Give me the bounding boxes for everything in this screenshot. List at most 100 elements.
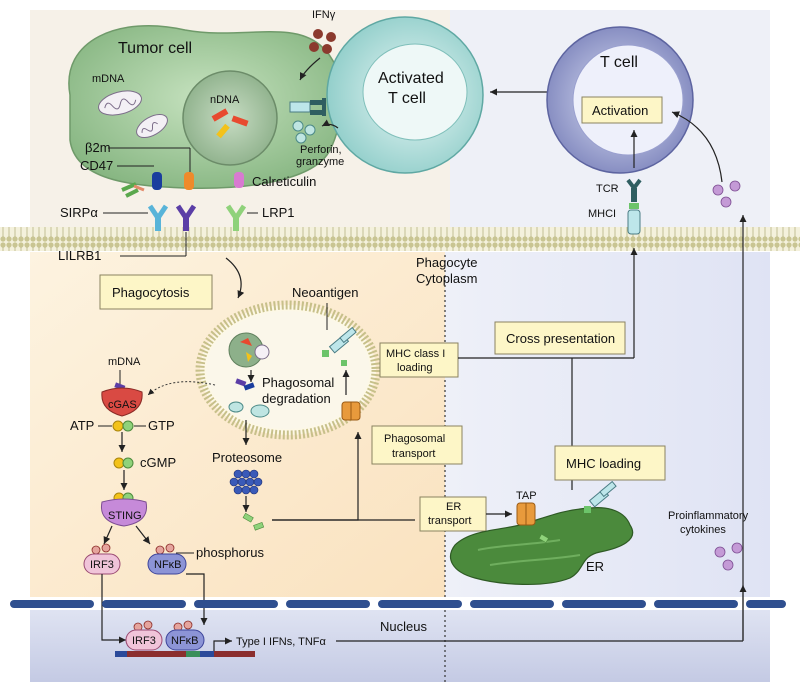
cytokine-activation-arrow: [671, 111, 723, 183]
calreticulin-molecule: [234, 172, 244, 188]
lrp1-label: LRP1: [262, 205, 295, 220]
engulfed-fragment: [246, 352, 252, 362]
cgmp-molecule: [122, 457, 134, 469]
phagosomal-transport-box: [371, 425, 463, 465]
sirpa-label: SIRPα: [60, 205, 98, 220]
sting-nfkb-arrow: [135, 525, 151, 545]
mhc-class-i-label-1: MHC class I: [386, 348, 445, 360]
b2m-molecule: [184, 172, 194, 190]
neoantigen-peptide: [322, 350, 329, 357]
phagocytosis-box: [99, 274, 213, 310]
er-transport-label-1: ER: [446, 501, 461, 513]
cd47-label: CD47: [80, 158, 113, 173]
er-folds: [477, 539, 581, 566]
mdna-top-label: mDNA: [92, 73, 125, 85]
atp-molecule: [112, 420, 124, 432]
er-transport-label-2: transport: [428, 515, 471, 527]
ndna-fragment: [211, 108, 229, 122]
ifng-molecules: [309, 29, 336, 54]
proteosome-label: Proteosome: [212, 450, 282, 465]
phago-particle: [250, 404, 270, 418]
receptor-fragment: [121, 182, 139, 198]
sirpa-receptor: [155, 217, 161, 231]
activation-box: [581, 96, 663, 124]
ifng-label: IFNγ: [312, 9, 336, 21]
phagosomal-degradation-label-1: Phagosomal: [262, 375, 334, 390]
phagocytosis-label: Phagocytosis: [112, 285, 190, 300]
tumor-cell-label: Tumor cell: [118, 40, 192, 57]
b2m-label: β2m: [85, 140, 111, 155]
mhc-loading-box: [554, 445, 666, 481]
nucleus-label: Nucleus: [380, 619, 427, 634]
perforin-label-2: granzyme: [296, 156, 344, 168]
phosphorus-label: phosphorus: [196, 545, 264, 560]
perforin-granules: [292, 120, 316, 144]
peptide: [253, 522, 265, 531]
tcr-label: TCR: [596, 183, 619, 195]
er-transport-box: [419, 496, 487, 532]
dna-strand: [115, 651, 255, 657]
peptide: [242, 512, 254, 523]
calreticulin-label: Calreticulin: [252, 174, 316, 189]
dna-segment: [200, 651, 214, 657]
phagocyte-cytoplasm-label-1: Phagocyte: [416, 255, 477, 270]
mhc-class-i-label-2: loading: [397, 362, 432, 374]
engulfed-fragment: [240, 338, 252, 346]
proinflammatory-label-1: Proinflammatory: [668, 510, 749, 522]
perforin-arrow: [321, 119, 339, 129]
sting-label: STING: [108, 510, 142, 522]
nfkb-nuclear: [165, 629, 205, 651]
nfkb-phospho: [155, 543, 175, 555]
dna-segment: [115, 651, 127, 657]
irf3-nucleus-arrow: [101, 574, 126, 644]
lilrb1-label: LILRB1: [58, 248, 101, 263]
gtp-molecule: [122, 420, 134, 432]
cytokine-dots-bottom: [714, 542, 743, 571]
proinflammatory-label-2: cytokines: [680, 524, 726, 536]
mhc-loading-label: MHC loading: [566, 456, 641, 471]
er-mhc: [599, 480, 617, 498]
neoantigen-peptide: [341, 360, 347, 366]
gtp-label: GTP: [148, 418, 175, 433]
activation-label: Activation: [592, 103, 648, 118]
activated-label-1: Activated: [378, 70, 444, 87]
er-mhc-peptide: [584, 506, 591, 513]
irf3-nuclear-label: IRF3: [132, 635, 156, 647]
mitochondrion-cristae: [104, 98, 137, 110]
receptor-fragment: [133, 184, 145, 192]
mdna-release-arrow: [147, 381, 216, 396]
nuclear-envelope: [10, 600, 786, 608]
phagocyte-cytoplasm-label-2: Cytoplasm: [416, 271, 477, 286]
phagosomal-transport-label-1: Phagosomal: [384, 433, 445, 445]
cytokine-dots-top: [712, 180, 741, 208]
synapse-tcr: [310, 100, 324, 115]
cgmp-label: cGMP: [140, 455, 176, 470]
mhci-peptide: [629, 203, 639, 209]
cgas-label: cGAS: [108, 399, 137, 411]
phagosomal-transport-label-2: transport: [392, 448, 435, 460]
ifng-arrow: [299, 57, 321, 81]
er-label: ER: [586, 559, 604, 574]
mhc-class-i-loading-box: [379, 342, 459, 378]
neoantigen-label: Neoantigen: [292, 285, 359, 300]
phago-fragment: [243, 382, 255, 391]
sting-irf3-arrow: [103, 525, 113, 545]
phagocytosis-arrow: [225, 257, 245, 299]
tcr-receptor: [631, 188, 637, 202]
lilrb1-receptor: [183, 217, 189, 231]
perforin-label-1: Perforin,: [300, 144, 342, 156]
irf3-label: IRF3: [90, 559, 114, 571]
phago-particle: [228, 401, 244, 413]
tap-label: TAP: [516, 490, 537, 502]
neoantigen-mhc: [339, 326, 357, 344]
er-peptide: [538, 533, 549, 544]
sting-protein: [100, 498, 148, 527]
dna-segment: [186, 651, 200, 657]
cross-presentation-label: Cross presentation: [506, 331, 615, 346]
atp-label: ATP: [70, 418, 94, 433]
mdna-cyto-label: mDNA: [108, 356, 141, 368]
t-cell-label: T cell: [600, 54, 638, 71]
cgas-enzyme: [101, 387, 143, 417]
irf3-nuclear: [125, 629, 163, 651]
